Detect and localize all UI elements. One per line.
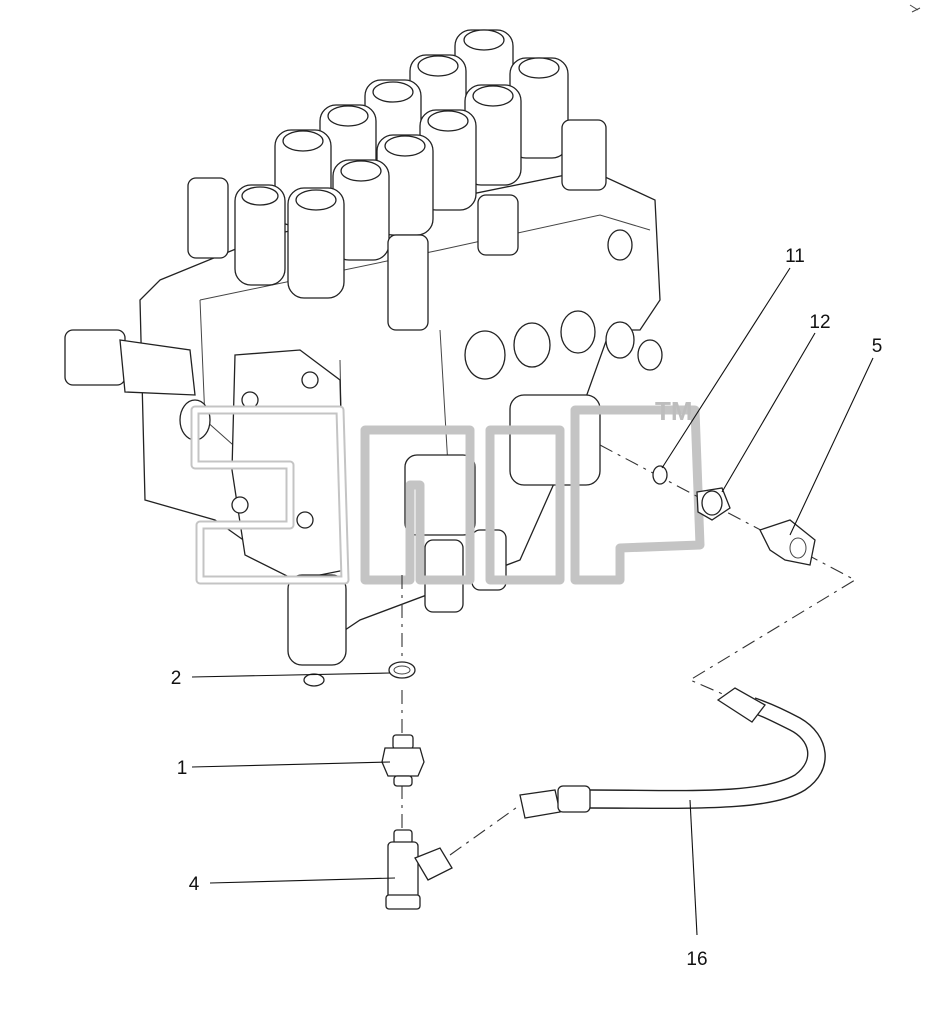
callout-1: 1 xyxy=(177,758,188,779)
tee-fitting-part-4 xyxy=(385,829,453,910)
callout-2: 2 xyxy=(171,668,182,689)
callout-labels: 11 12 5 2 1 4 16 xyxy=(171,246,883,970)
seal-part-11 xyxy=(652,465,668,485)
corner-mark xyxy=(909,4,921,13)
leader-lines xyxy=(191,267,874,936)
spool-caps xyxy=(187,29,607,331)
hose-part-16 xyxy=(519,687,826,819)
o-ring-part-2 xyxy=(388,661,416,679)
trademark-text: TM xyxy=(655,396,693,426)
adapter-part-1 xyxy=(381,734,425,787)
callout-4: 4 xyxy=(189,874,200,895)
connector-part-12 xyxy=(696,487,731,521)
callout-16: 16 xyxy=(686,949,707,970)
watermark-logo: TM xyxy=(190,396,705,585)
callout-5: 5 xyxy=(872,336,883,357)
callout-11: 11 xyxy=(785,246,805,267)
assembly-centerlines xyxy=(401,444,857,856)
elbow-part-5 xyxy=(759,519,816,566)
callout-12: 12 xyxy=(809,312,830,333)
